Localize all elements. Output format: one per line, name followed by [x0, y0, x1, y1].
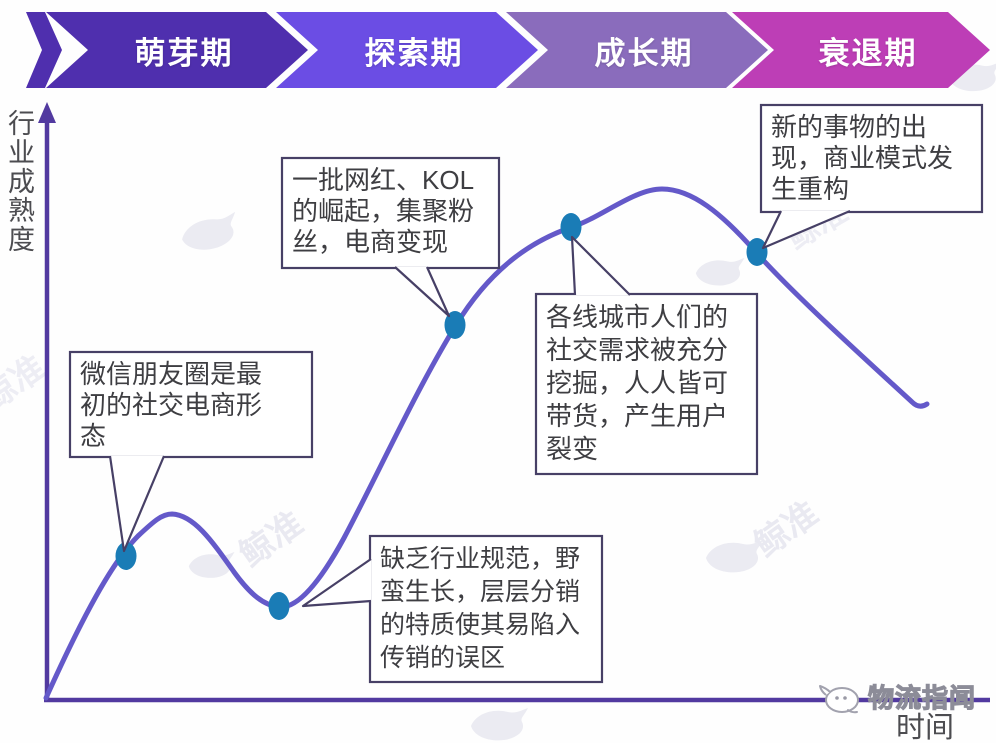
y-axis-label: 行 业 成 熟 度 [8, 109, 35, 255]
dot-decline [746, 238, 768, 266]
callout-box-1 [68, 350, 314, 459]
callout-boxes [68, 103, 984, 684]
maturity-curve [43, 186, 930, 701]
callout-tail-4 [570, 235, 631, 296]
stage-growth: 成长期 [506, 12, 768, 88]
stage-exploration: 探索期 [276, 12, 538, 88]
annotation-kol-rise: 一批网红、KOL 的崛起，集聚粉 丝，电商变现 [292, 165, 475, 257]
watermark-text: 鲸准 [0, 348, 52, 418]
dot-exploration [444, 311, 466, 339]
callout-box-5 [759, 103, 984, 214]
watermark-text: 鲸准 [233, 504, 310, 574]
stage-exploration-label: 探索期 [364, 35, 464, 71]
watermark-text: 鲸准 [748, 494, 825, 564]
banner-leading-sliver [26, 12, 62, 88]
dot-germination [115, 542, 137, 570]
footer-brandmark: 物流指闻 [818, 678, 976, 715]
footer-brand-text: 物流指闻 [867, 682, 977, 713]
stage-germination: 萌芽期 [46, 12, 308, 88]
milestone-dots [115, 213, 768, 620]
x-axis-label: 时间 [896, 712, 955, 743]
dot-valley [268, 592, 290, 620]
callout-box-3 [368, 534, 604, 684]
stage-growth-label: 成长期 [594, 35, 694, 71]
dot-growth [560, 213, 582, 241]
stage-germination-label: 萌芽期 [134, 35, 234, 71]
y-axis-arrowhead [38, 102, 56, 123]
callout-tail-5 [761, 209, 851, 250]
lifecycle-stage-banner: 萌芽期 探索期 成长期 衰退期 [0, 12, 996, 88]
callout-box-4 [534, 292, 759, 476]
annotation-reconstruction: 新的事物的出 现，商业模式发 生重构 [771, 112, 954, 204]
stage-decline: 衰退期 [732, 12, 990, 88]
callout-tail-2 [394, 266, 451, 318]
annotation-germination: 微信朋友圈是最 初的社交电商形 态 [80, 359, 263, 451]
whale-icon [819, 684, 859, 713]
callout-tail-3 [301, 558, 372, 608]
callout-box-2 [280, 156, 501, 270]
annotation-no-standards: 缺乏行业规范，野 蛮生长，层层分销 的特质使其易陷入 传销的误区 [380, 545, 581, 672]
annotation-user-fission: 各线城市人们的 社交需求被充分 挖掘，人人皆可 带货，产生用户 裂变 [546, 302, 729, 464]
callout-tail-1 [108, 455, 166, 553]
stage-decline-label: 衰退期 [818, 35, 918, 71]
